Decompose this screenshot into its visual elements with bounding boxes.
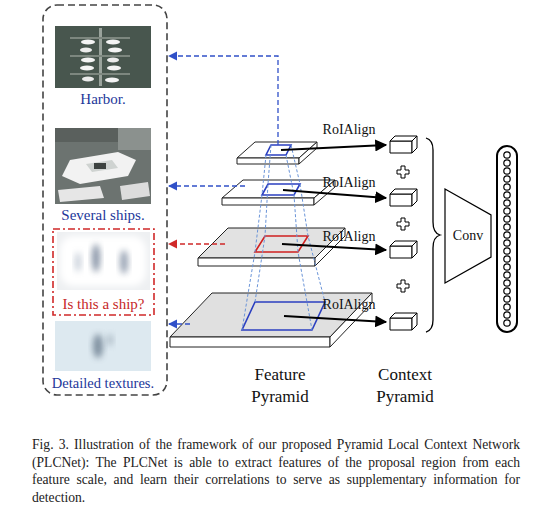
node-caption: Is this a ship?: [62, 295, 144, 313]
trapezoid-shape: [445, 189, 491, 283]
conv-block: Conv: [444, 188, 492, 284]
merge-brace: [426, 138, 440, 332]
stage-label: Context Pyramid: [353, 364, 457, 408]
feature-pyramid: [170, 142, 372, 347]
operation-label: RoIAlign: [309, 228, 389, 246]
projection-lines: [242, 145, 325, 330]
node-caption: Several ships.: [61, 206, 144, 224]
figure-caption: Fig. 3. Illustration of the framework of…: [32, 436, 520, 506]
node-caption: Detailed textures.: [52, 374, 154, 392]
operation-label: RoIAlign: [309, 121, 389, 139]
operation-label: RoIAlign: [309, 296, 389, 314]
thumbnail-panel: Several ships.: [45, 126, 161, 224]
context-cubes: [390, 136, 417, 330]
fc-layer: [497, 146, 517, 332]
thumbnail-panel: Harbor.: [45, 22, 161, 108]
group-outline: [43, 5, 167, 395]
operation-label: RoIAlign: [309, 174, 389, 192]
question-panel: Is this a ship?: [52, 228, 155, 316]
ships-image: [55, 128, 151, 204]
sum-symbols: [397, 166, 409, 292]
node-caption: Conv: [453, 227, 483, 245]
scale-leaders: [169, 56, 278, 324]
harbor-image: [55, 26, 151, 88]
node-caption: Harbor.: [80, 90, 125, 108]
proposal-regions: [242, 145, 325, 330]
texture-image: [55, 321, 151, 371]
blurry-image: [57, 232, 150, 290]
thumbnail-panel: Detailed textures.: [44, 319, 162, 392]
stage-label: Feature Pyramid: [228, 364, 332, 408]
dashdot-border: [53, 229, 154, 315]
